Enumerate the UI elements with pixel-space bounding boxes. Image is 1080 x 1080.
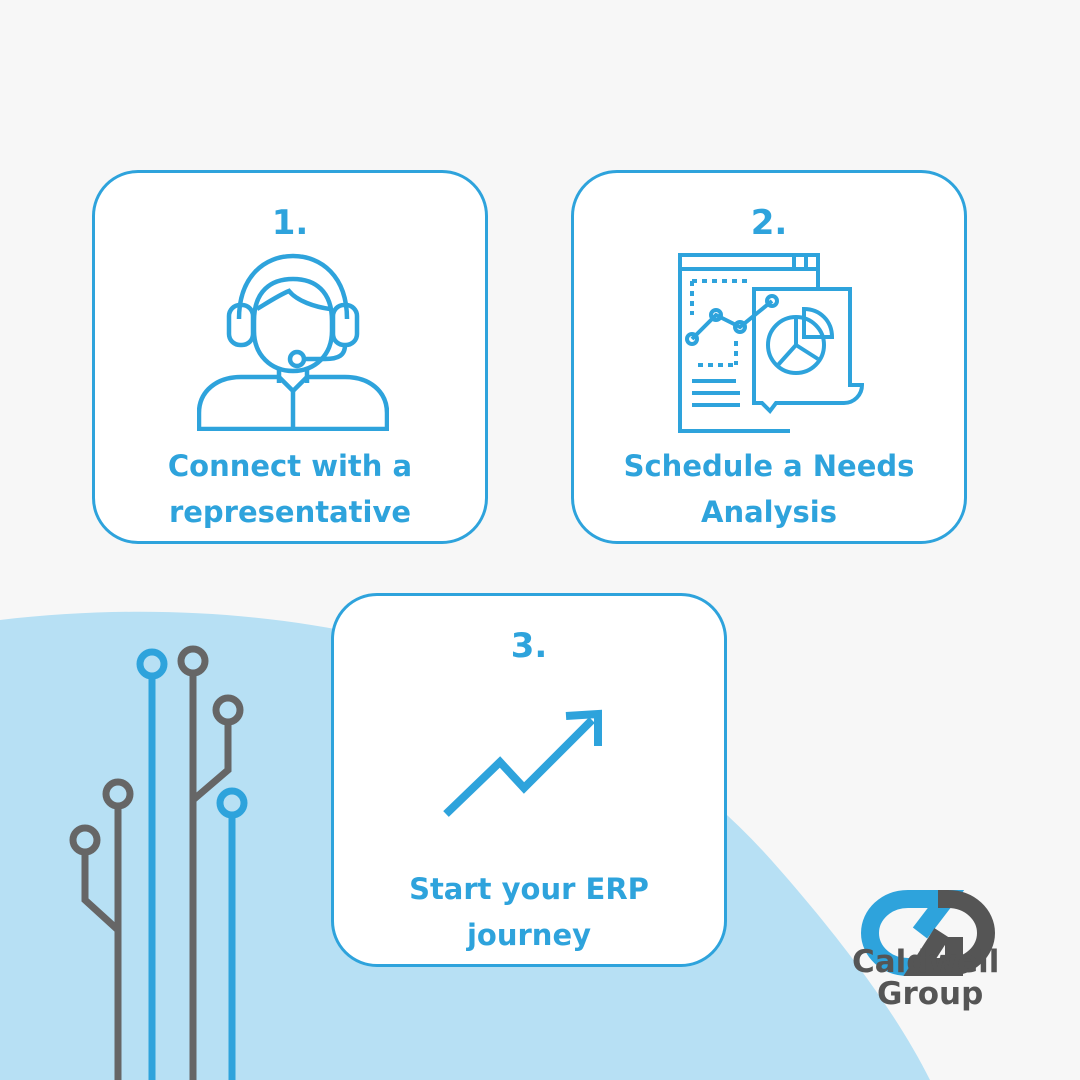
step-label: Connect with a representative <box>105 443 475 535</box>
caldwell-group-logo-icon <box>860 890 996 976</box>
step-card-1: 1. Connect with a representative <box>92 170 488 544</box>
step-label-line2: representative <box>168 495 412 529</box>
step-label-line1: Schedule a Needs <box>623 449 915 483</box>
step-number: 3. <box>510 626 548 666</box>
step-number: 2. <box>750 203 788 243</box>
brand-name-line1: Caldwell <box>852 944 1000 980</box>
step-card-2: 2. Schedule a Needs Analysis <box>571 170 967 544</box>
headset-agent-icon <box>197 253 389 431</box>
trending-up-arrow-icon <box>443 709 602 817</box>
step-label-line2: Analysis <box>701 495 837 529</box>
step-label-line2: journey <box>466 918 592 952</box>
step-number: 1. <box>271 203 309 243</box>
step-card-3: 3. Start your ERP journey <box>331 593 727 967</box>
circuit-lines <box>69 645 248 1080</box>
analytics-report-icon <box>678 253 865 433</box>
brand-name-line2: Group <box>877 976 984 1012</box>
step-label-line1: Start your ERP <box>409 872 649 906</box>
step-label-line1: Connect with a <box>167 449 413 483</box>
step-label: Schedule a Needs Analysis <box>584 443 954 535</box>
step-label: Start your ERP journey <box>344 866 714 958</box>
